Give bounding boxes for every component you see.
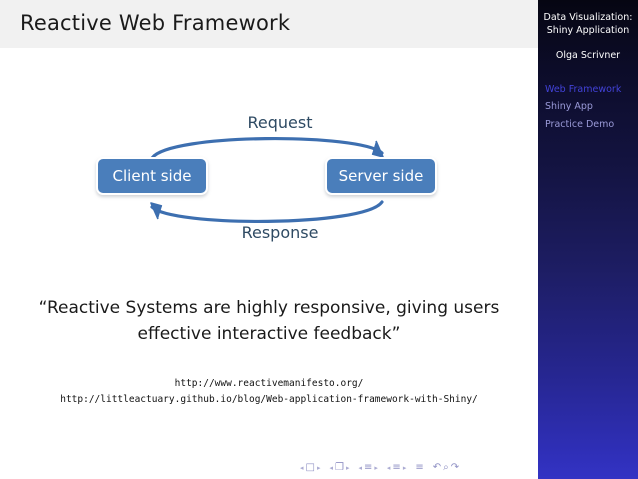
sidebar: Data Visualization: Shiny Application Ol… xyxy=(538,0,638,479)
slide-content: Request Response Client side Server side… xyxy=(0,48,538,479)
slide-navigation-group[interactable]: ◂ □ ▸ xyxy=(300,463,320,473)
frame-navigation-group[interactable]: ◂ ❐ ▸ xyxy=(329,463,349,473)
server-side-box: Server side xyxy=(325,157,437,195)
request-response-diagram: Request Response Client side Server side xyxy=(60,105,500,255)
sidebar-section-list: Web Framework Shiny App Practice Demo xyxy=(538,81,638,133)
back-icon[interactable]: ↶ xyxy=(432,462,442,473)
request-arrowhead xyxy=(371,140,384,158)
search-icon[interactable]: ⌕ xyxy=(443,462,449,473)
frame-next-icon[interactable]: ▸ xyxy=(345,463,350,472)
reference-urls: http://www.reactivemanifesto.org/ http:/… xyxy=(10,376,528,407)
frame-icon[interactable]: ❐ xyxy=(335,462,344,473)
slide-prev-icon[interactable]: ◂ xyxy=(300,463,304,472)
sidebar-item-web-framework[interactable]: Web Framework xyxy=(545,84,622,95)
sidebar-author: Olga Scrivner xyxy=(555,50,621,61)
sidebar-title-line-1: Data Visualization: xyxy=(543,12,633,23)
slide-next-icon[interactable]: ▸ xyxy=(316,463,321,472)
page-title: Reactive Web Framework xyxy=(20,11,291,35)
sidebar-item-practice-demo[interactable]: Practice Demo xyxy=(545,118,615,130)
server-side-label: Server side xyxy=(338,167,424,185)
quote-block: “Reactive Systems are highly responsive,… xyxy=(28,296,510,347)
slide-icon[interactable]: □ xyxy=(305,462,315,473)
subsection-navigation-group[interactable]: ◂ ≡ ▸ xyxy=(358,463,377,473)
request-arrow-curve xyxy=(150,137,384,160)
response-arrow-curve xyxy=(150,200,384,223)
reference-url-2: http://littleactuary.github.io/blog/Web-… xyxy=(60,393,478,405)
quote-line-1: “Reactive Systems are highly responsive,… xyxy=(38,298,500,318)
beamer-navigation-bar[interactable]: ◂ □ ▸ ◂ ❐ ▸ ◂ ≡ ▸ ◂ ≡ ▸ ≡ ↶ ⌕ ↷ xyxy=(300,461,459,475)
section-next-icon[interactable]: ▸ xyxy=(402,463,407,472)
document-icon[interactable]: ≡ xyxy=(415,462,424,473)
quote-line-2: effective interactive feedback” xyxy=(137,323,401,344)
request-label: Request xyxy=(247,113,313,132)
section-navigation-group[interactable]: ◂ ≡ ▸ xyxy=(387,463,406,473)
response-label: Response xyxy=(241,223,319,242)
diagram-arrows xyxy=(150,137,384,223)
client-side-box: Client side xyxy=(96,157,208,195)
subsection-prev-icon[interactable]: ◂ xyxy=(358,463,362,472)
reference-url-1: http://www.reactivemanifesto.org/ xyxy=(174,378,364,389)
section-prev-icon[interactable]: ◂ xyxy=(386,463,391,472)
sidebar-item-shiny-app[interactable]: Shiny App xyxy=(545,101,593,113)
client-side-label: Client side xyxy=(112,167,192,185)
response-arrowhead xyxy=(150,202,163,220)
subsection-next-icon[interactable]: ▸ xyxy=(374,463,378,472)
sidebar-title-line-2: Shiny Application xyxy=(546,24,630,36)
history-navigation-group[interactable]: ↶ ⌕ ↷ xyxy=(433,463,459,473)
frame-prev-icon[interactable]: ◂ xyxy=(329,463,333,472)
sidebar-presentation-title: Data Visualization: Shiny Application xyxy=(541,12,635,38)
forward-icon[interactable]: ↷ xyxy=(450,462,460,473)
section-icon[interactable]: ≡ xyxy=(392,462,401,473)
frame-title-bar: Reactive Web Framework xyxy=(0,0,538,48)
subsection-icon[interactable]: ≡ xyxy=(364,462,373,473)
